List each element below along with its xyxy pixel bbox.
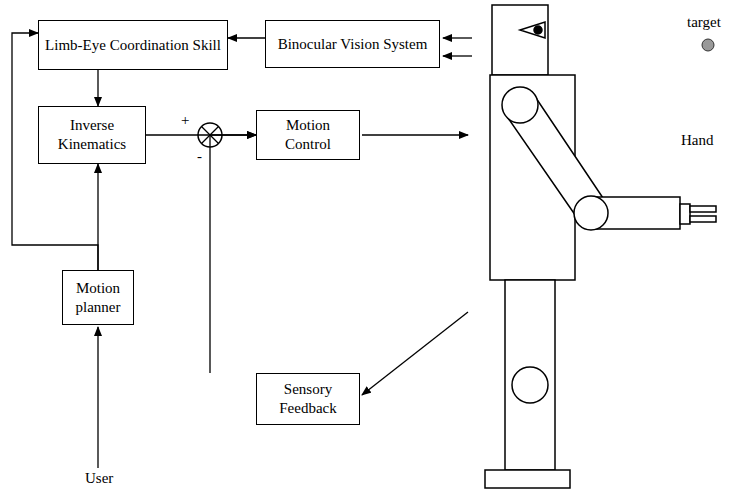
- user-arrow: [97, 327, 98, 468]
- box-text: Binocular Vision System: [278, 35, 428, 54]
- process-box: Motion planner: [62, 270, 134, 325]
- robot-figure: [485, 5, 716, 488]
- process-box: Binocular Vision System: [265, 20, 440, 68]
- input-label: User: [84, 470, 114, 487]
- command-arrow: [362, 134, 468, 135]
- vision-arrow: [443, 55, 472, 56]
- box-text: Limb-Eye Coordination Skill: [45, 36, 221, 55]
- target-dot: [702, 39, 714, 51]
- vision-arrow: [443, 37, 472, 38]
- flow-arrow: [228, 37, 265, 38]
- box-text: Sensory Feedback: [263, 380, 353, 418]
- feedback-arrow: [362, 312, 468, 395]
- process-box: Sensory Feedback: [256, 373, 360, 425]
- box-text: Inverse Kinematics: [45, 116, 139, 154]
- process-box: Inverse Kinematics: [38, 106, 146, 164]
- process-box: Motion Control: [256, 110, 360, 160]
- flow-arrow: [210, 135, 256, 373]
- target-label: target: [686, 14, 722, 31]
- process-box: Limb-Eye Coordination Skill: [38, 20, 228, 70]
- box-text: Motion Control: [263, 116, 353, 154]
- flow-arrow: [97, 70, 98, 106]
- sign-label: +: [180, 112, 190, 129]
- part-label: Hand: [680, 132, 715, 149]
- sign-label: -: [196, 148, 203, 165]
- box-text: Motion planner: [69, 279, 127, 317]
